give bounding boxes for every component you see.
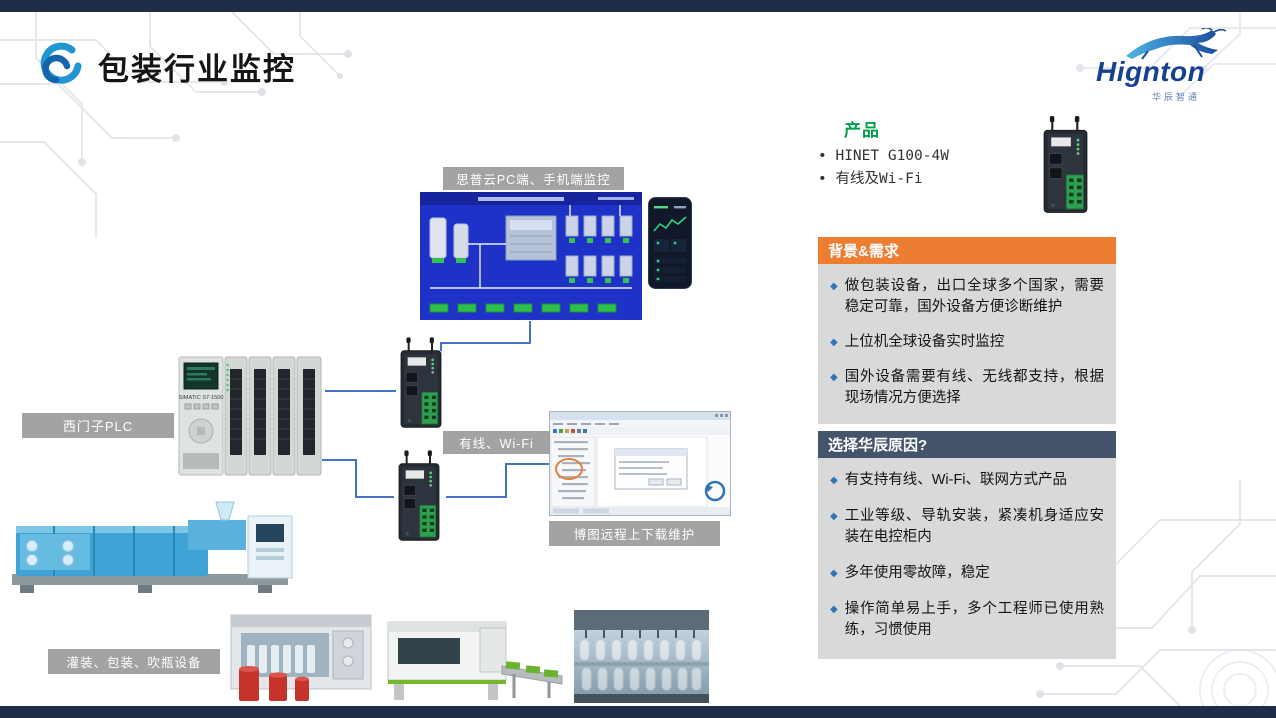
bullet-text: 多年使用零故障，稳定 [844, 565, 990, 581]
needs-body: ◆ 做包装设备，出口全球多个国家，需要稳定可靠，国外设备方便诊断维护 ◆ 上位机… [818, 264, 1116, 424]
product-item: 有线及Wi-Fi [818, 168, 1023, 191]
diamond-bullet-icon: ◆ [830, 475, 838, 486]
bullet-item: ◆ 操作简单易上手，多个工程师已使用熟练，习惯使用 [830, 599, 1104, 641]
tia-portal-screenshot [549, 411, 731, 516]
bullet-text: 上位机全球设备实时监控 [844, 334, 1005, 350]
filling-machine-image [230, 614, 372, 701]
reasons-body: ◆ 有支持有线、Wi-Fi、联网方式产品 ◆ 工业等级、导轨安装，紧凑机身适应安… [818, 458, 1116, 659]
packaging-machine-image [387, 621, 563, 700]
bullet-text: 工业等级、导轨安装，紧凑机身适应安装在电控柜内 [844, 508, 1104, 545]
needs-header: 背景&需求 [818, 237, 1116, 264]
product-item: HINET G100-4W [818, 145, 1023, 168]
bottle-blowing-machine-image [574, 610, 709, 703]
diamond-bullet-icon: ◆ [830, 604, 838, 615]
bullet-item: ◆ 工业等级、导轨安装，紧凑机身适应安装在电控柜内 [830, 506, 1104, 548]
page-title: 包装行业监控 [98, 52, 296, 87]
company-cloud-logo-icon [40, 42, 82, 84]
label-cloud-monitor: 思普云PC端、手机端监控 [443, 167, 624, 190]
bullet-item: ◆ 做包装设备，出口全球多个国家，需要稳定可靠，国外设备方便诊断维护 [830, 276, 1104, 318]
brand-name: Hignton [1096, 56, 1206, 87]
gateway-device-1 [400, 336, 442, 428]
bullet-text: 操作简单易上手，多个工程师已使用熟练，习惯使用 [844, 601, 1104, 638]
hignton-logo: Hignton 华辰智通 [1090, 28, 1265, 102]
diamond-bullet-icon: ◆ [830, 568, 838, 579]
bullet-text: 有支持有线、Wi-Fi、联网方式产品 [844, 472, 1068, 488]
reasons-header: 选择华辰原因? [818, 431, 1116, 458]
bullet-text: 做包装设备，出口全球多个国家，需要稳定可靠，国外设备方便诊断维护 [844, 278, 1104, 315]
product-section: 产品 HINET G100-4W 有线及Wi-Fi [818, 116, 1023, 191]
bullet-item: ◆ 上位机全球设备实时监控 [830, 332, 1104, 353]
label-wired-wifi: 有线、Wi-Fi [443, 431, 550, 454]
label-tia-maintenance: 博图远程上下载维护 [549, 521, 720, 546]
scada-screenshot [420, 192, 642, 320]
siemens-plc-image: SIMATIC S7-1500 [178, 356, 322, 476]
label-siemens-plc: 西门子PLC [22, 413, 174, 438]
antelope-icon [1126, 28, 1227, 60]
diamond-bullet-icon: ◆ [830, 511, 838, 522]
product-feature-list: HINET G100-4W 有线及Wi-Fi [818, 145, 1023, 191]
diamond-bullet-icon: ◆ [830, 337, 838, 348]
plc-model-text: SIMATIC S7-1500 [179, 395, 224, 401]
product-device-image [1043, 116, 1088, 213]
product-heading: 产品 [844, 121, 880, 140]
phone-screenshot [648, 197, 692, 289]
bottom-accent-bar [0, 706, 1276, 718]
gateway-device-2 [398, 449, 440, 541]
label-equipment: 灌装、包装、吹瓶设备 [48, 649, 220, 674]
diamond-bullet-icon: ◆ [830, 281, 838, 292]
top-accent-bar [0, 0, 1276, 12]
bullet-item: ◆ 国外设备需要有线、无线都支持，根据现场情况方便选择 [830, 367, 1104, 409]
injection-molding-machine-image [12, 501, 293, 593]
diamond-bullet-icon: ◆ [830, 372, 838, 383]
brand-subtitle: 华辰智通 [1152, 92, 1201, 102]
bullet-text: 国外设备需要有线、无线都支持，根据现场情况方便选择 [844, 369, 1104, 406]
bullet-item: ◆ 多年使用零故障，稳定 [830, 563, 1104, 584]
bullet-item: ◆ 有支持有线、Wi-Fi、联网方式产品 [830, 470, 1104, 491]
